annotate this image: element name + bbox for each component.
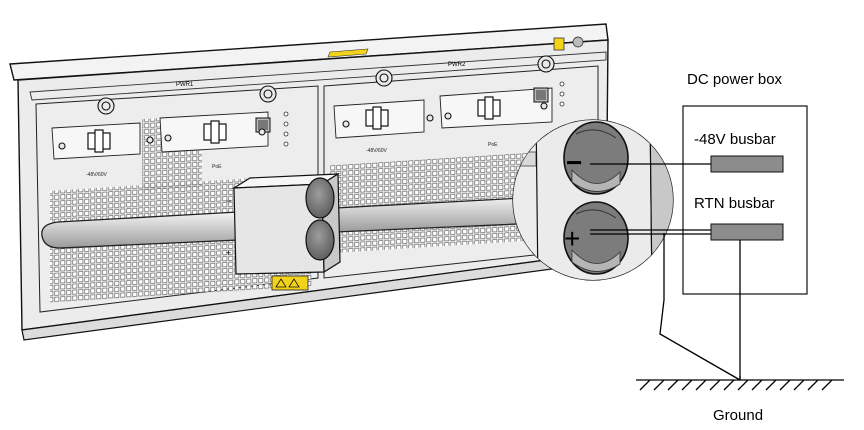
positive-terminal <box>563 201 629 275</box>
power-cable-left <box>41 211 239 249</box>
screw-icon <box>58 55 555 150</box>
ground-symbol-icon <box>636 379 844 391</box>
dc-power-box-label: DC power box <box>687 71 783 88</box>
plus-symbol: + <box>564 223 580 254</box>
dc-power-box: DC power box -48V busbar RTN busbar <box>682 71 808 295</box>
negative-terminal <box>563 121 629 195</box>
rtn-busbar <box>710 223 784 241</box>
neg48v-busbar <box>710 155 784 173</box>
connector-port <box>255 87 549 133</box>
switch-icon <box>87 96 501 153</box>
pwr1-label: PWR1 <box>176 82 194 88</box>
svg-text:PoE: PoE <box>212 164 222 170</box>
warning-label-icon <box>271 36 584 291</box>
ground-label: Ground <box>713 407 763 424</box>
top-warning-strip <box>327 48 369 58</box>
rtn-busbar-label: RTN busbar <box>694 195 775 212</box>
svg-text:−: − <box>226 196 231 206</box>
neg48v-busbar-label: -48V busbar <box>694 131 776 148</box>
minus-symbol: − <box>566 147 582 178</box>
terminal-block: − + <box>226 172 341 275</box>
led-icon <box>283 81 565 147</box>
pwr2-label: PWR2 <box>448 62 466 68</box>
wiring <box>590 163 741 381</box>
svg-text:PoE: PoE <box>488 142 498 148</box>
svg-text:-48V/60V: -48V/60V <box>86 172 108 178</box>
svg-text:+: + <box>226 248 231 258</box>
svg-text:-48V/60V: -48V/60V <box>366 148 388 154</box>
